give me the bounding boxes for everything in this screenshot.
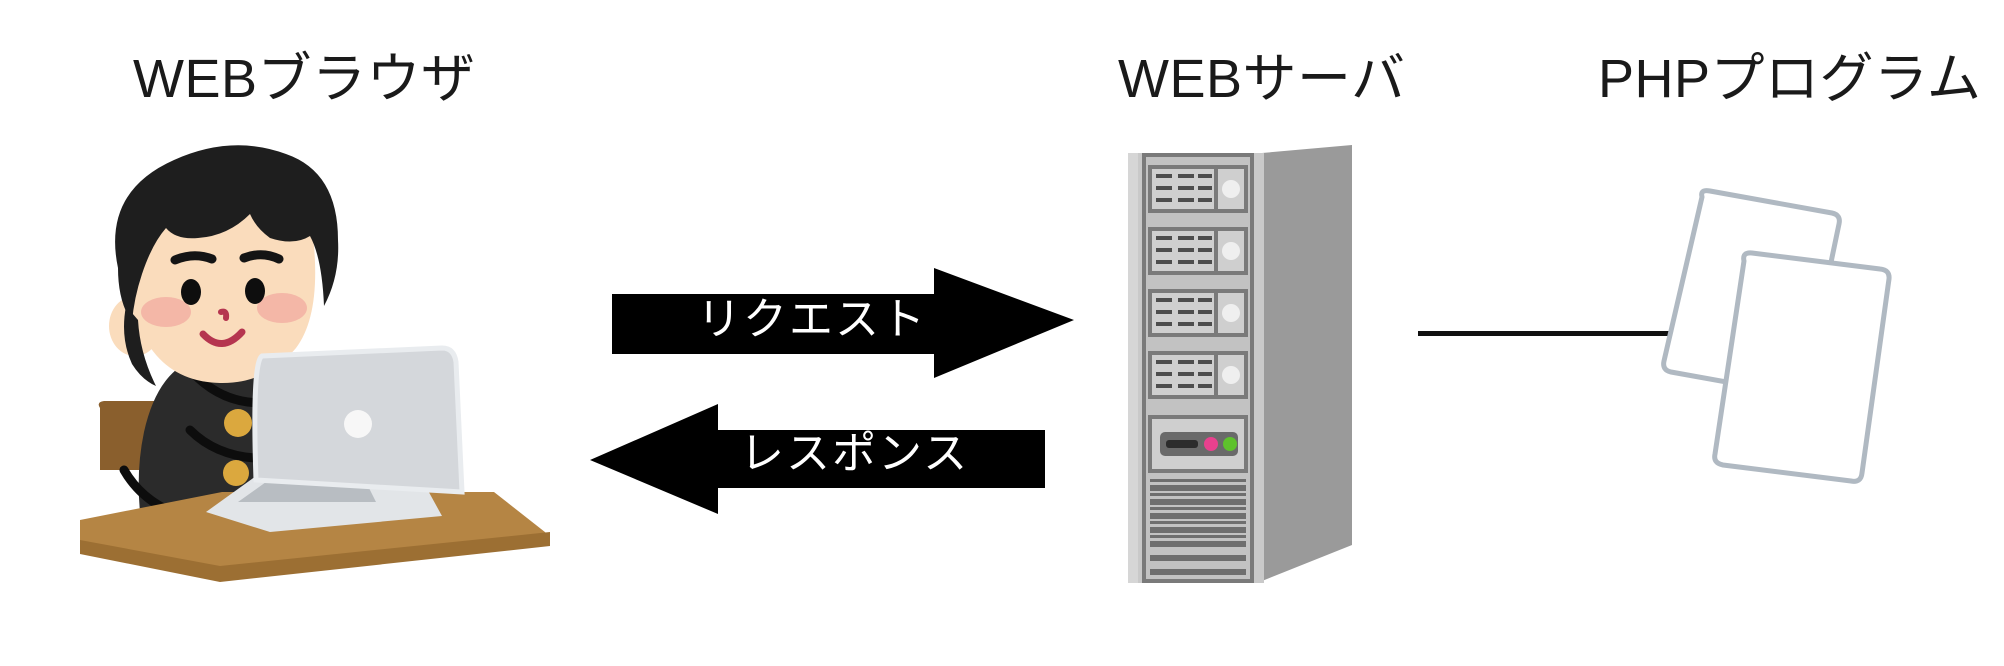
label-web-server: WEBサーバ [1118, 49, 1406, 109]
server-drive-bay [1148, 165, 1248, 213]
server-drive-bays [1148, 165, 1248, 399]
laptop-logo [344, 410, 372, 438]
server-drive-bay [1148, 289, 1248, 337]
server-side-panel [1262, 145, 1352, 581]
response-arrow: レスポンス [590, 400, 1045, 520]
label-php-program: PHPプログラム [1598, 49, 1982, 109]
server-led-pink [1204, 437, 1218, 451]
head-icon [109, 145, 339, 386]
uniform-button [224, 409, 252, 437]
request-arrow-label: リクエスト [697, 295, 927, 344]
response-arrow-label: レスポンス [740, 429, 970, 478]
uniform-button [223, 460, 249, 486]
web-server-illustration [1120, 145, 1430, 635]
server-vents [1150, 479, 1246, 575]
server-slot [1166, 440, 1198, 448]
server-control-panel [1148, 415, 1248, 473]
server-drive-bay [1148, 227, 1248, 275]
arrow-left-shape [590, 404, 1045, 514]
php-program-illustration [1640, 185, 1960, 555]
document-page-front [1712, 250, 1892, 484]
server-php-connector [1418, 331, 1714, 336]
request-arrow: リクエスト [612, 268, 1082, 388]
arrow-right-shape [612, 268, 1074, 378]
server-led-green [1223, 437, 1237, 451]
label-web-browser: WEBブラウザ [133, 49, 476, 109]
laptop-icon [206, 345, 465, 532]
server-drive-bay [1148, 351, 1248, 399]
web-browser-illustration [70, 140, 580, 582]
